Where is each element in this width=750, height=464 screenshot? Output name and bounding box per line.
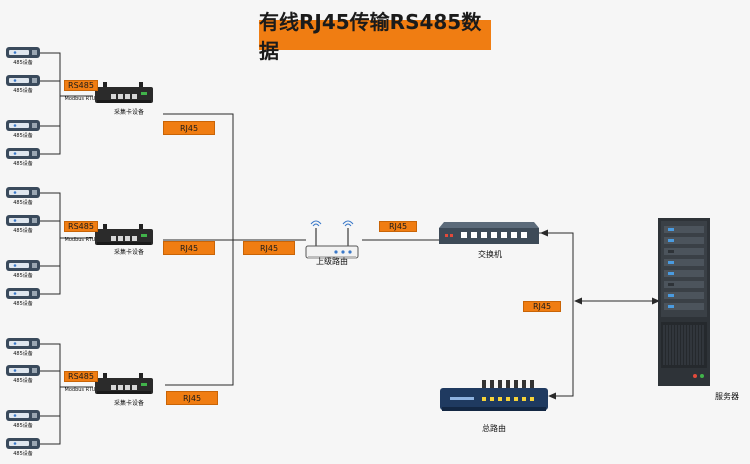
485-device-label: 485设备	[13, 60, 33, 66]
485-device-icon	[6, 47, 40, 58]
arrow-to-main-router	[548, 392, 556, 400]
rs485-tag-1: RS485	[64, 80, 98, 91]
485-device-label: 485设备	[13, 423, 33, 429]
server-icon	[658, 218, 710, 386]
collector-label-3: 采集卡设备	[113, 400, 145, 407]
485-device-icon	[6, 410, 40, 421]
485-device-label: 485设备	[13, 161, 33, 167]
485-device-icon	[6, 75, 40, 86]
collector-device-icon	[95, 82, 153, 103]
485-device-label: 485设备	[13, 273, 33, 279]
collector-device-icon	[95, 224, 153, 245]
upper-router-icon	[305, 220, 359, 259]
485-device-icon	[6, 260, 40, 271]
485-device-label: 485设备	[13, 351, 33, 357]
rs485-tag-3: RS485	[64, 371, 98, 382]
485-device-icon	[6, 288, 40, 299]
arrow-to-switch	[540, 229, 548, 237]
upper-router-label: 上级路由	[316, 257, 348, 266]
collector-label-2: 采集卡设备	[113, 249, 145, 256]
protocol-label-2: Modbus RTU	[64, 237, 96, 243]
485-device-icon	[6, 120, 40, 131]
rj45-tag-server: RJ45	[523, 301, 561, 312]
rj45-tag-3: RJ45	[166, 391, 218, 405]
485-device-icon	[6, 187, 40, 198]
rj45-tag-router-out: RJ45	[379, 221, 417, 232]
485-device-icon	[6, 338, 40, 349]
group2-bus	[40, 192, 93, 295]
485-device-label: 485设备	[13, 451, 33, 457]
main-router-label: 总路由	[482, 424, 506, 433]
485-device-label: 485设备	[13, 133, 33, 139]
router-switch-link	[362, 233, 443, 241]
485-device-label: 485设备	[13, 301, 33, 307]
group1-bus	[40, 52, 93, 155]
server-links	[538, 232, 574, 397]
rs485-tag-2: RS485	[64, 221, 98, 232]
group3-bus	[40, 343, 93, 445]
485-device-label: 485设备	[13, 378, 33, 384]
diagram-title: 有线RJ45传输RS485数据	[259, 10, 491, 63]
collector-device-icon	[95, 373, 153, 394]
collector-trunk	[163, 113, 306, 386]
485-device-icon	[6, 438, 40, 449]
485-device-icon	[6, 215, 40, 226]
485-device-icon	[6, 148, 40, 159]
switch-icon	[439, 222, 539, 244]
485-device-icon	[6, 365, 40, 376]
485-device-label: 485设备	[13, 88, 33, 94]
protocol-label-3: Modbus RTU	[64, 387, 96, 393]
485-device-label: 485设备	[13, 228, 33, 234]
server-label: 服务器	[715, 392, 739, 401]
collector-label-1: 采集卡设备	[113, 109, 145, 116]
rj45-tag-1: RJ45	[163, 121, 215, 135]
main-router-icon	[440, 380, 548, 411]
protocol-label-1: Modbus RTU	[64, 96, 96, 102]
switch-label: 交换机	[478, 250, 502, 259]
485-device-label: 485设备	[13, 200, 33, 206]
rj45-tag-router-in: RJ45	[243, 241, 295, 255]
rj45-tag-2: RJ45	[163, 241, 215, 255]
